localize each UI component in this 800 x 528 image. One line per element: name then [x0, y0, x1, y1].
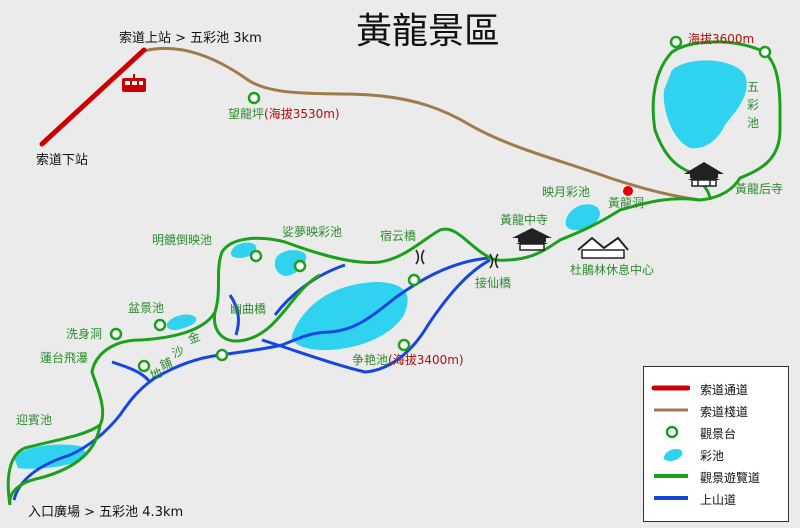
label-suomeng: 娑夢映彩池 [282, 225, 343, 239]
huanglongdong-marker [623, 186, 633, 196]
pool-wucai [663, 60, 747, 149]
legend-viewpoint-icon [665, 425, 679, 439]
entrance-label: 入口廣場 > 五彩池 4.3km [28, 505, 184, 520]
legend-uphill-swatch [654, 496, 688, 500]
uphill-link-b [228, 294, 240, 336]
label-xishen: 洗身洞 [66, 327, 103, 341]
label-zhengyan-alt: (海拔3400m) [388, 353, 464, 367]
viewpoint-summit-b [758, 45, 772, 59]
legend-plank-label: 索道棧道 [700, 405, 749, 419]
map-legend: 索道通道 索道棧道 觀景台 彩池 觀景遊覽道 上山道 [643, 366, 789, 522]
rest-center-icon [577, 236, 629, 259]
legend-pool-icon [663, 449, 683, 461]
temple-zhongsi-icon [512, 228, 552, 251]
label-huanglongdong: 黃龍洞 [608, 196, 645, 210]
pool-yingbin [14, 444, 85, 469]
viewpoint-mingjing [249, 249, 263, 263]
label-zhengyan-name: 争艳池 [352, 353, 389, 367]
viewpoint-zhengyan [397, 338, 411, 352]
label-liantai: 蓮台飛瀑 [40, 351, 89, 365]
label-wanglongping-alt: (海拔3530m) [264, 107, 340, 121]
label-youqu: 幽曲橋 [230, 302, 267, 316]
label-zhengyan: 争艳池(海拔3400m) [352, 354, 464, 366]
temple-houshi-icon [684, 162, 724, 187]
jinsha-char-2: 沙 [169, 343, 187, 361]
viewpoint-jinsha [137, 359, 151, 373]
viewpoint-summit-a [669, 35, 683, 49]
label-mingjing: 明鏡倒映池 [152, 233, 213, 247]
bridge-suyun-icon [415, 249, 425, 265]
legend-trail-label: 觀景遊覽道 [700, 471, 761, 485]
legend-plank-swatch [654, 408, 688, 412]
label-jinsha: 金 沙 鋪 地 [148, 329, 210, 382]
viewpoint-penjing [153, 318, 167, 332]
legend-trail-swatch [654, 474, 688, 478]
cable-top-label: 索道上站 > 五彩池 3km [119, 31, 262, 46]
legend-viewpoint-label: 觀景台 [700, 427, 737, 441]
viewpoint-suomeng [293, 259, 307, 273]
uphill-road [12, 256, 489, 501]
label-summit-alt: 海拔3600m [688, 32, 755, 46]
label-jiexian: 接仙橋 [475, 276, 512, 290]
cable-car-icon [122, 74, 146, 92]
viewpoint-suyun [407, 273, 421, 287]
legend-pool-label: 彩池 [700, 449, 725, 463]
label-wanglongping-name: 望龍坪 [228, 107, 265, 121]
uphill-road-branch [261, 258, 491, 374]
label-wanglongping: 望龍坪(海拔3530m) [228, 108, 340, 120]
label-zhongsi: 黃龍中寺 [500, 213, 549, 227]
label-dupenglin: 杜鵑林休息中心 [570, 263, 655, 277]
viewpoint-xishen [109, 327, 123, 341]
viewpoint-jinsha-b [215, 348, 229, 362]
jinsha-char-1: 金 [185, 329, 203, 347]
label-suyun: 宿云橋 [380, 229, 417, 243]
label-penjing: 盆景池 [128, 301, 165, 315]
pool-yingyue [565, 204, 600, 231]
map-title: 黃龍景區 [356, 11, 501, 52]
legend-cableway-swatch [651, 385, 690, 391]
plank-road [139, 46, 701, 202]
viewpoint-wanglongping [247, 91, 261, 105]
cableway-line [39, 47, 147, 147]
uphill-link-c [111, 360, 152, 383]
label-yingbin: 迎賓池 [16, 413, 53, 427]
trail-loop-lower [8, 424, 102, 506]
pool-suomeng-large [291, 282, 408, 351]
label-wucaichi: 五彩池 [747, 80, 760, 130]
cable-bottom-label: 索道下站 [36, 153, 89, 168]
label-yingyue: 映月彩池 [542, 185, 591, 199]
legend-cableway-label: 索道通道 [700, 383, 749, 397]
trail-inner [212, 273, 321, 343]
label-houshi: 黃龍后寺 [735, 182, 784, 196]
bridge-jiexian-icon [489, 253, 499, 269]
pool-mingjing [230, 242, 257, 258]
pool-penjing [166, 314, 197, 330]
legend-uphill-label: 上山道 [700, 493, 737, 507]
